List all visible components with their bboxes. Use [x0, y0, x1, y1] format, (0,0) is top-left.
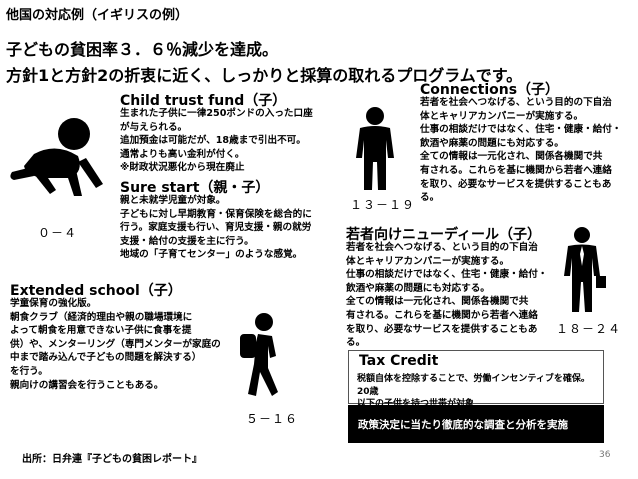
adult-with-briefcase-icon: [564, 227, 606, 312]
age-range-child: ５－１６: [246, 412, 299, 426]
teen-person-icon: [356, 107, 394, 190]
headline-line-1: 子どもの貧困率３．６％減少を達成。: [6, 40, 279, 59]
age-range-teen: １３－１９: [350, 198, 416, 212]
sure-start-body: 親と未就学児童が対象。 子どもに対し早期教育・保育保険を総合的に 行う。家庭支援…: [120, 195, 312, 261]
headline-line-2: 方針1と方針2の折衷に近く、しっかりと採算の取れるプログラムです。: [6, 66, 523, 85]
tax-credit-title: Tax Credit: [359, 353, 439, 369]
new-deal-body: 若者を社会へつなげる、という目的の下自治 体とキャリアカンパニーが実施する。 仕…: [346, 242, 548, 349]
connections-title: Connections（子）: [420, 82, 560, 98]
policy-text: 政策決定に当たり徹底的な調査と分析を実施: [358, 419, 568, 431]
crawling-baby-icon: [10, 118, 103, 196]
age-range-adult: １８－２４: [556, 322, 622, 336]
extended-school-body: 学童保育の強化版。 朝食クラブ（経済的理由や親の職場環境に よって朝食を用意でき…: [10, 298, 221, 391]
tax-credit-body: 税額自体を控除することで、労働インセンティブを確保。20歳 以下の子供を持つ世帯…: [357, 374, 590, 409]
new-deal-title: 若者向けニューディール（子）: [346, 227, 542, 243]
walking-child-icon: [240, 313, 278, 396]
sure-start-title: Sure start（親・子）: [120, 180, 270, 196]
age-range-baby: ０－４: [38, 226, 78, 240]
connections-body: 若者を社会へつなげる、という目的の下自治 体とキャリアカンパニーが実施する。 仕…: [420, 97, 622, 204]
tax-credit-box: Tax Credit 税額自体を控除することで、労働インセンティブを確保。20歳…: [348, 350, 604, 409]
child-trust-fund-title: Child trust fund（子）: [120, 93, 287, 109]
extended-school-title: Extended school（子）: [10, 283, 182, 299]
page-number: 36: [599, 450, 611, 460]
source-citation: 出所：日弁連『子どもの貧困レポート』: [22, 454, 202, 465]
slide-subtitle: 他国の対応例（イギリスの例）: [6, 8, 189, 23]
child-trust-fund-body: 生まれた子供に一律250ポンドの入った口座 が与えられる。 追加預金は可能だが、…: [120, 108, 313, 174]
policy-banner: 政策決定に当たり徹底的な調査と分析を実施: [348, 405, 604, 443]
